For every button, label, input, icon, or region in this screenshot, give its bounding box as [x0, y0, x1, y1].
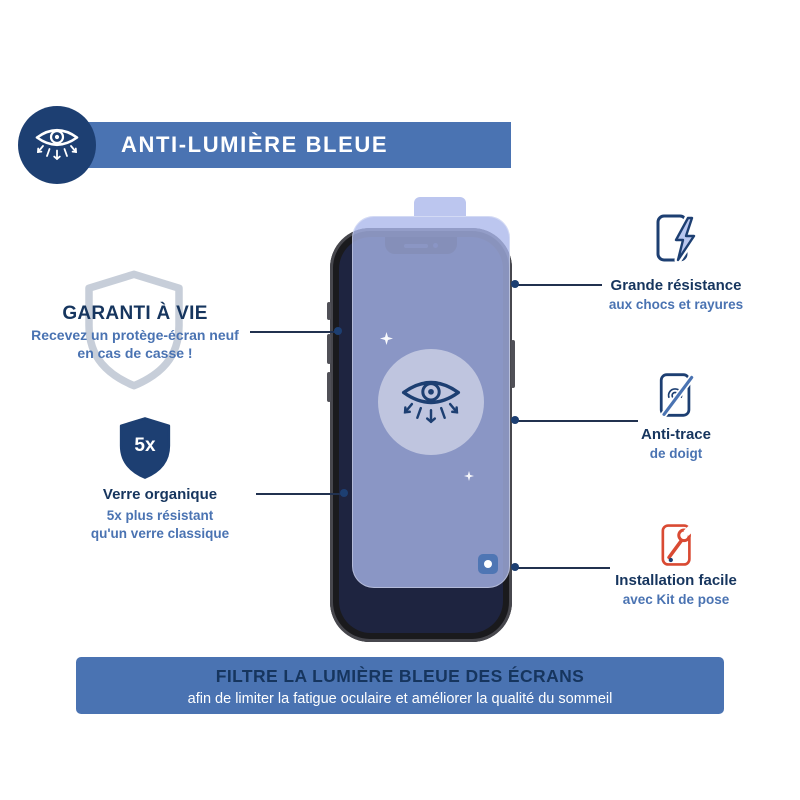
- feature-installation-title: Installation facile: [615, 572, 737, 589]
- leader-line-installation: [514, 567, 610, 569]
- brand-logo-dot: [484, 560, 492, 568]
- leader-dot-warranty: [334, 327, 342, 335]
- protector-eye-badge: [378, 349, 484, 455]
- organic-glass-line1: 5x plus résistant: [106, 508, 214, 523]
- leader-line-warranty: [250, 331, 338, 333]
- shock-resistance-icon: [650, 210, 702, 271]
- screen-protector-glass: [352, 216, 510, 588]
- sparkle-icon: [380, 332, 393, 350]
- organic-glass-line2: qu'un verre classique: [90, 526, 230, 541]
- shield-5x-icon: [116, 416, 174, 480]
- feature-fingerprint-subtitle: de doigt: [649, 446, 703, 461]
- bottom-banner-subtitle: afin de limiter la fatigue oculaire et a…: [187, 691, 613, 707]
- shield-5x-badge-label: 5x: [134, 435, 156, 456]
- leader-line-glass5x: [256, 493, 344, 495]
- leader-dot-fingerprint: [511, 416, 519, 424]
- anti-fingerprint-icon: [652, 368, 700, 427]
- warranty-line1: Recevez un protège-écran neuf: [31, 327, 239, 343]
- top-banner: ANTI-LUMIÈRE BLEUE: [57, 122, 511, 168]
- leader-line-shock: [514, 284, 602, 286]
- bottom-banner: FILTRE LA LUMIÈRE BLEUE DES ÉCRANS afin …: [76, 657, 724, 714]
- feature-shock-subtitle: aux chocs et rayures: [608, 297, 744, 312]
- blue-light-eye-icon: [398, 370, 464, 435]
- installation-kit-icon: [654, 518, 700, 577]
- leader-dot-installation: [511, 563, 519, 571]
- phone-volume-down-button: [327, 372, 331, 402]
- feature-installation-subtitle: avec Kit de pose: [622, 592, 730, 607]
- feature-fingerprint-title: Anti-trace: [640, 426, 711, 443]
- leader-dot-glass5x: [340, 489, 348, 497]
- warranty-line2: en cas de casse !: [77, 345, 193, 361]
- shield-outline-icon: [78, 270, 190, 390]
- glass-pull-tab: [414, 197, 466, 216]
- brand-logo: [478, 554, 498, 574]
- bottom-banner-title: FILTRE LA LUMIÈRE BLEUE DES ÉCRANS: [215, 666, 585, 686]
- feature-shock-title: Grande résistance: [610, 277, 742, 294]
- phone-volume-up-button: [327, 334, 331, 364]
- sparkle-icon: [464, 468, 474, 486]
- top-banner-label: ANTI-LUMIÈRE BLEUE: [121, 132, 389, 157]
- blue-light-eye-badge: [18, 106, 96, 184]
- leader-dot-shock: [511, 280, 519, 288]
- phone-power-button: [511, 340, 515, 388]
- warranty-title: GARANTI À VIE: [62, 303, 208, 324]
- organic-glass-title: Verre organique: [102, 486, 218, 503]
- blue-light-eye-icon: [33, 121, 81, 170]
- phone-mute-switch: [327, 302, 331, 320]
- leader-line-fingerprint: [514, 420, 638, 422]
